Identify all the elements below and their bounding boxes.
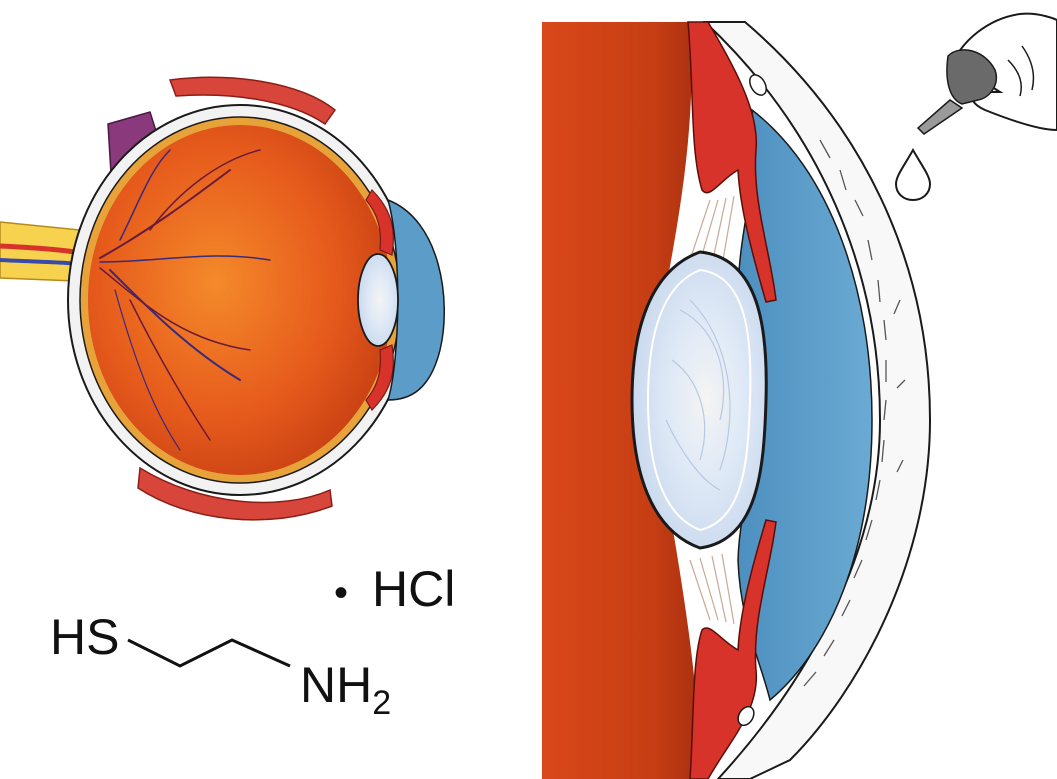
anterior-segment-detail-icon <box>542 22 930 779</box>
salt-label: HCl <box>372 561 455 617</box>
vitreous-body <box>88 125 392 475</box>
amine-label-text: NH <box>300 657 372 713</box>
cysteamine-hcl-structure: HS NH2 • HCl <box>50 561 455 722</box>
eye-dropper-hand-icon <box>918 14 1057 134</box>
salt-dot: • <box>334 571 348 615</box>
amine-label: NH2 <box>300 657 391 722</box>
carbon-chain-bonds <box>128 640 290 666</box>
thiol-label: HS <box>50 609 119 665</box>
dropper-tip <box>918 100 962 134</box>
droplet-icon <box>896 150 930 200</box>
lens <box>358 254 398 346</box>
amine-subscript: 2 <box>372 684 391 722</box>
detail-lens <box>632 252 766 548</box>
eye-cross-section-icon <box>0 77 444 520</box>
